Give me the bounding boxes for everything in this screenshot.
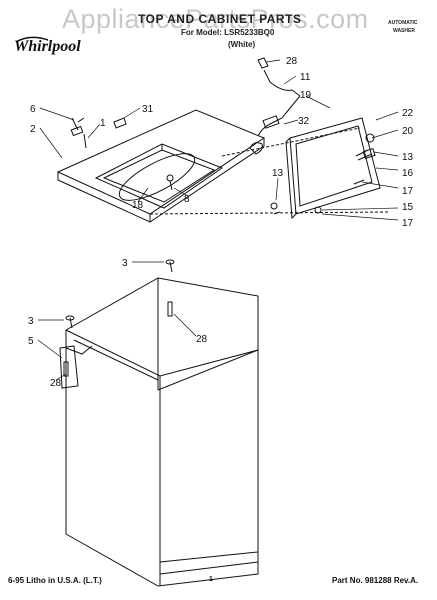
leader-lines — [37, 59, 399, 381]
print-info: 6-95 Litho in U.S.A. (L.T.) — [8, 576, 102, 585]
callout-17-lower: 17 — [402, 218, 414, 229]
lid-hardware — [270, 133, 376, 215]
watermark: AppliancePartsPros.com — [62, 4, 369, 34]
whirlpool-logo: Whirlpool — [14, 38, 81, 55]
callout-2: 2 — [30, 124, 36, 135]
callout-32: 32 — [298, 116, 310, 127]
callout-5: 5 — [28, 336, 34, 347]
callout-28-side: 28 — [50, 378, 62, 389]
callout-3-top: 3 — [122, 258, 128, 269]
callout-18: 18 — [132, 200, 144, 211]
callout-22: 22 — [402, 108, 414, 119]
page-title: TOP AND CABINET PARTS — [138, 12, 302, 26]
callout-13-lid: 13 — [272, 168, 284, 179]
callout-labels: 28 11 19 6 31 32 22 2 1 20 13 16 18 8 13… — [28, 56, 414, 389]
callout-3-left: 3 — [28, 316, 34, 327]
washer-top-panel — [56, 109, 391, 223]
callout-6: 6 — [30, 104, 36, 115]
page-number: 1 — [209, 576, 213, 583]
top-hardware — [70, 117, 263, 191]
callout-8: 8 — [184, 194, 190, 205]
product-type-line1: AUTOMATIC — [388, 20, 418, 26]
callout-16: 16 — [402, 168, 414, 179]
callout-28-harness: 28 — [286, 56, 298, 67]
part-number: Part No. 981288 Rev.A. — [332, 576, 419, 585]
callout-15: 15 — [402, 202, 414, 213]
callout-11: 11 — [300, 72, 311, 83]
callout-19: 19 — [300, 90, 312, 101]
callout-13-right: 13 — [402, 152, 414, 163]
color-line: (White) — [228, 40, 256, 49]
callout-17-upper: 17 — [402, 186, 414, 197]
washer-lid — [285, 117, 381, 220]
washer-cabinet — [59, 259, 259, 587]
callout-31: 31 — [142, 104, 154, 115]
wire-harness — [257, 57, 301, 137]
callout-20: 20 — [402, 126, 414, 137]
logo-swirl — [15, 36, 49, 43]
model-line: For Model: LSR5233BQ0 — [181, 28, 275, 37]
callout-1: 1 — [100, 118, 106, 129]
callout-28-cabinet: 28 — [196, 334, 208, 345]
product-type-line2: WASHER — [393, 28, 415, 34]
